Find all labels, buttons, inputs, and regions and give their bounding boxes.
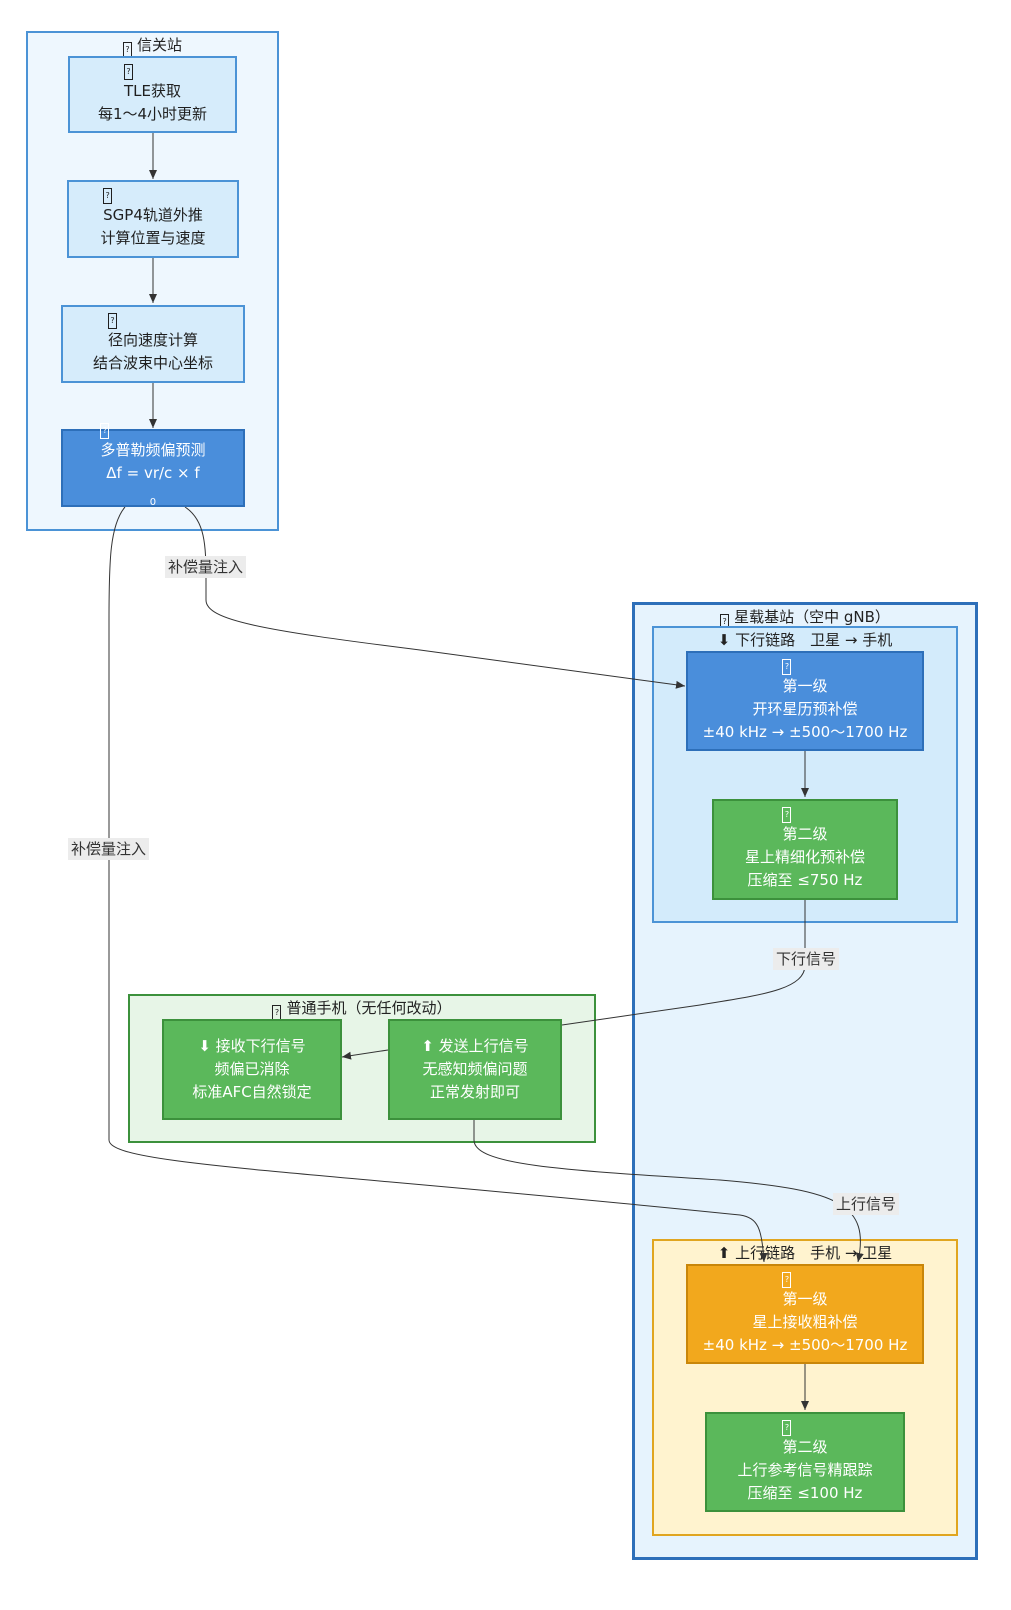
stage-one-icon: ? xyxy=(782,1271,792,1288)
edge-tx-ul1 xyxy=(473,1120,864,1263)
edge-label-inject-dl: 补偿量注入 xyxy=(165,556,247,578)
node-sgp4: ?SGP4轨道外推 计算位置与速度 xyxy=(67,180,239,258)
node-radial: ?径向速度计算 结合波束中心坐标 xyxy=(61,305,245,383)
downlink-title: ⬇ 下行链路 卫星 → 手机 xyxy=(717,631,893,649)
edge-label-downlink-signal: 下行信号 xyxy=(773,948,840,970)
orbit-icon: ? xyxy=(103,188,113,204)
stage-two-icon: ? xyxy=(782,807,792,823)
edge-label-uplink-signal: 上行信号 xyxy=(833,1193,900,1215)
node-ul-stage2: ?第二级 上行参考信号精跟踪 压缩至 ≤100 Hz xyxy=(705,1412,905,1512)
edge-label-inject-ul: 补偿量注入 xyxy=(68,838,150,860)
node-ul-stage1: ?第一级 星上接收粗补偿 ±40 kHz → ±500～1700 Hz xyxy=(686,1264,924,1364)
velocity-icon: ? xyxy=(107,313,117,329)
node-tle: ?TLE获取 每1～4小时更新 xyxy=(68,56,237,133)
edge-tx-rx xyxy=(341,1049,389,1060)
edge-dl2-tx xyxy=(561,900,806,1026)
node-phone-rx: ⬇ 接收下行信号 频偏已消除 标准AFC自然锁定 xyxy=(162,1019,342,1120)
node-dl-stage2: ?第二级 星上精细化预补偿 压缩至 ≤750 Hz xyxy=(712,799,898,900)
stage-one-icon: ? xyxy=(782,658,792,675)
edge-doppler-dl1 xyxy=(184,506,686,689)
wave-icon: ? xyxy=(100,422,110,439)
edge-doppler-ul1 xyxy=(108,506,768,1263)
node-dl-stage1: ?第一级 开环星历预补偿 ±40 kHz → ±500～1700 Hz xyxy=(686,651,924,751)
stage-two-icon: ? xyxy=(782,1419,792,1436)
satellite-dish-icon: ? xyxy=(124,63,133,80)
node-phone-tx: ⬆ 发送上行信号 无感知频偏问题 正常发射即可 xyxy=(388,1019,562,1120)
